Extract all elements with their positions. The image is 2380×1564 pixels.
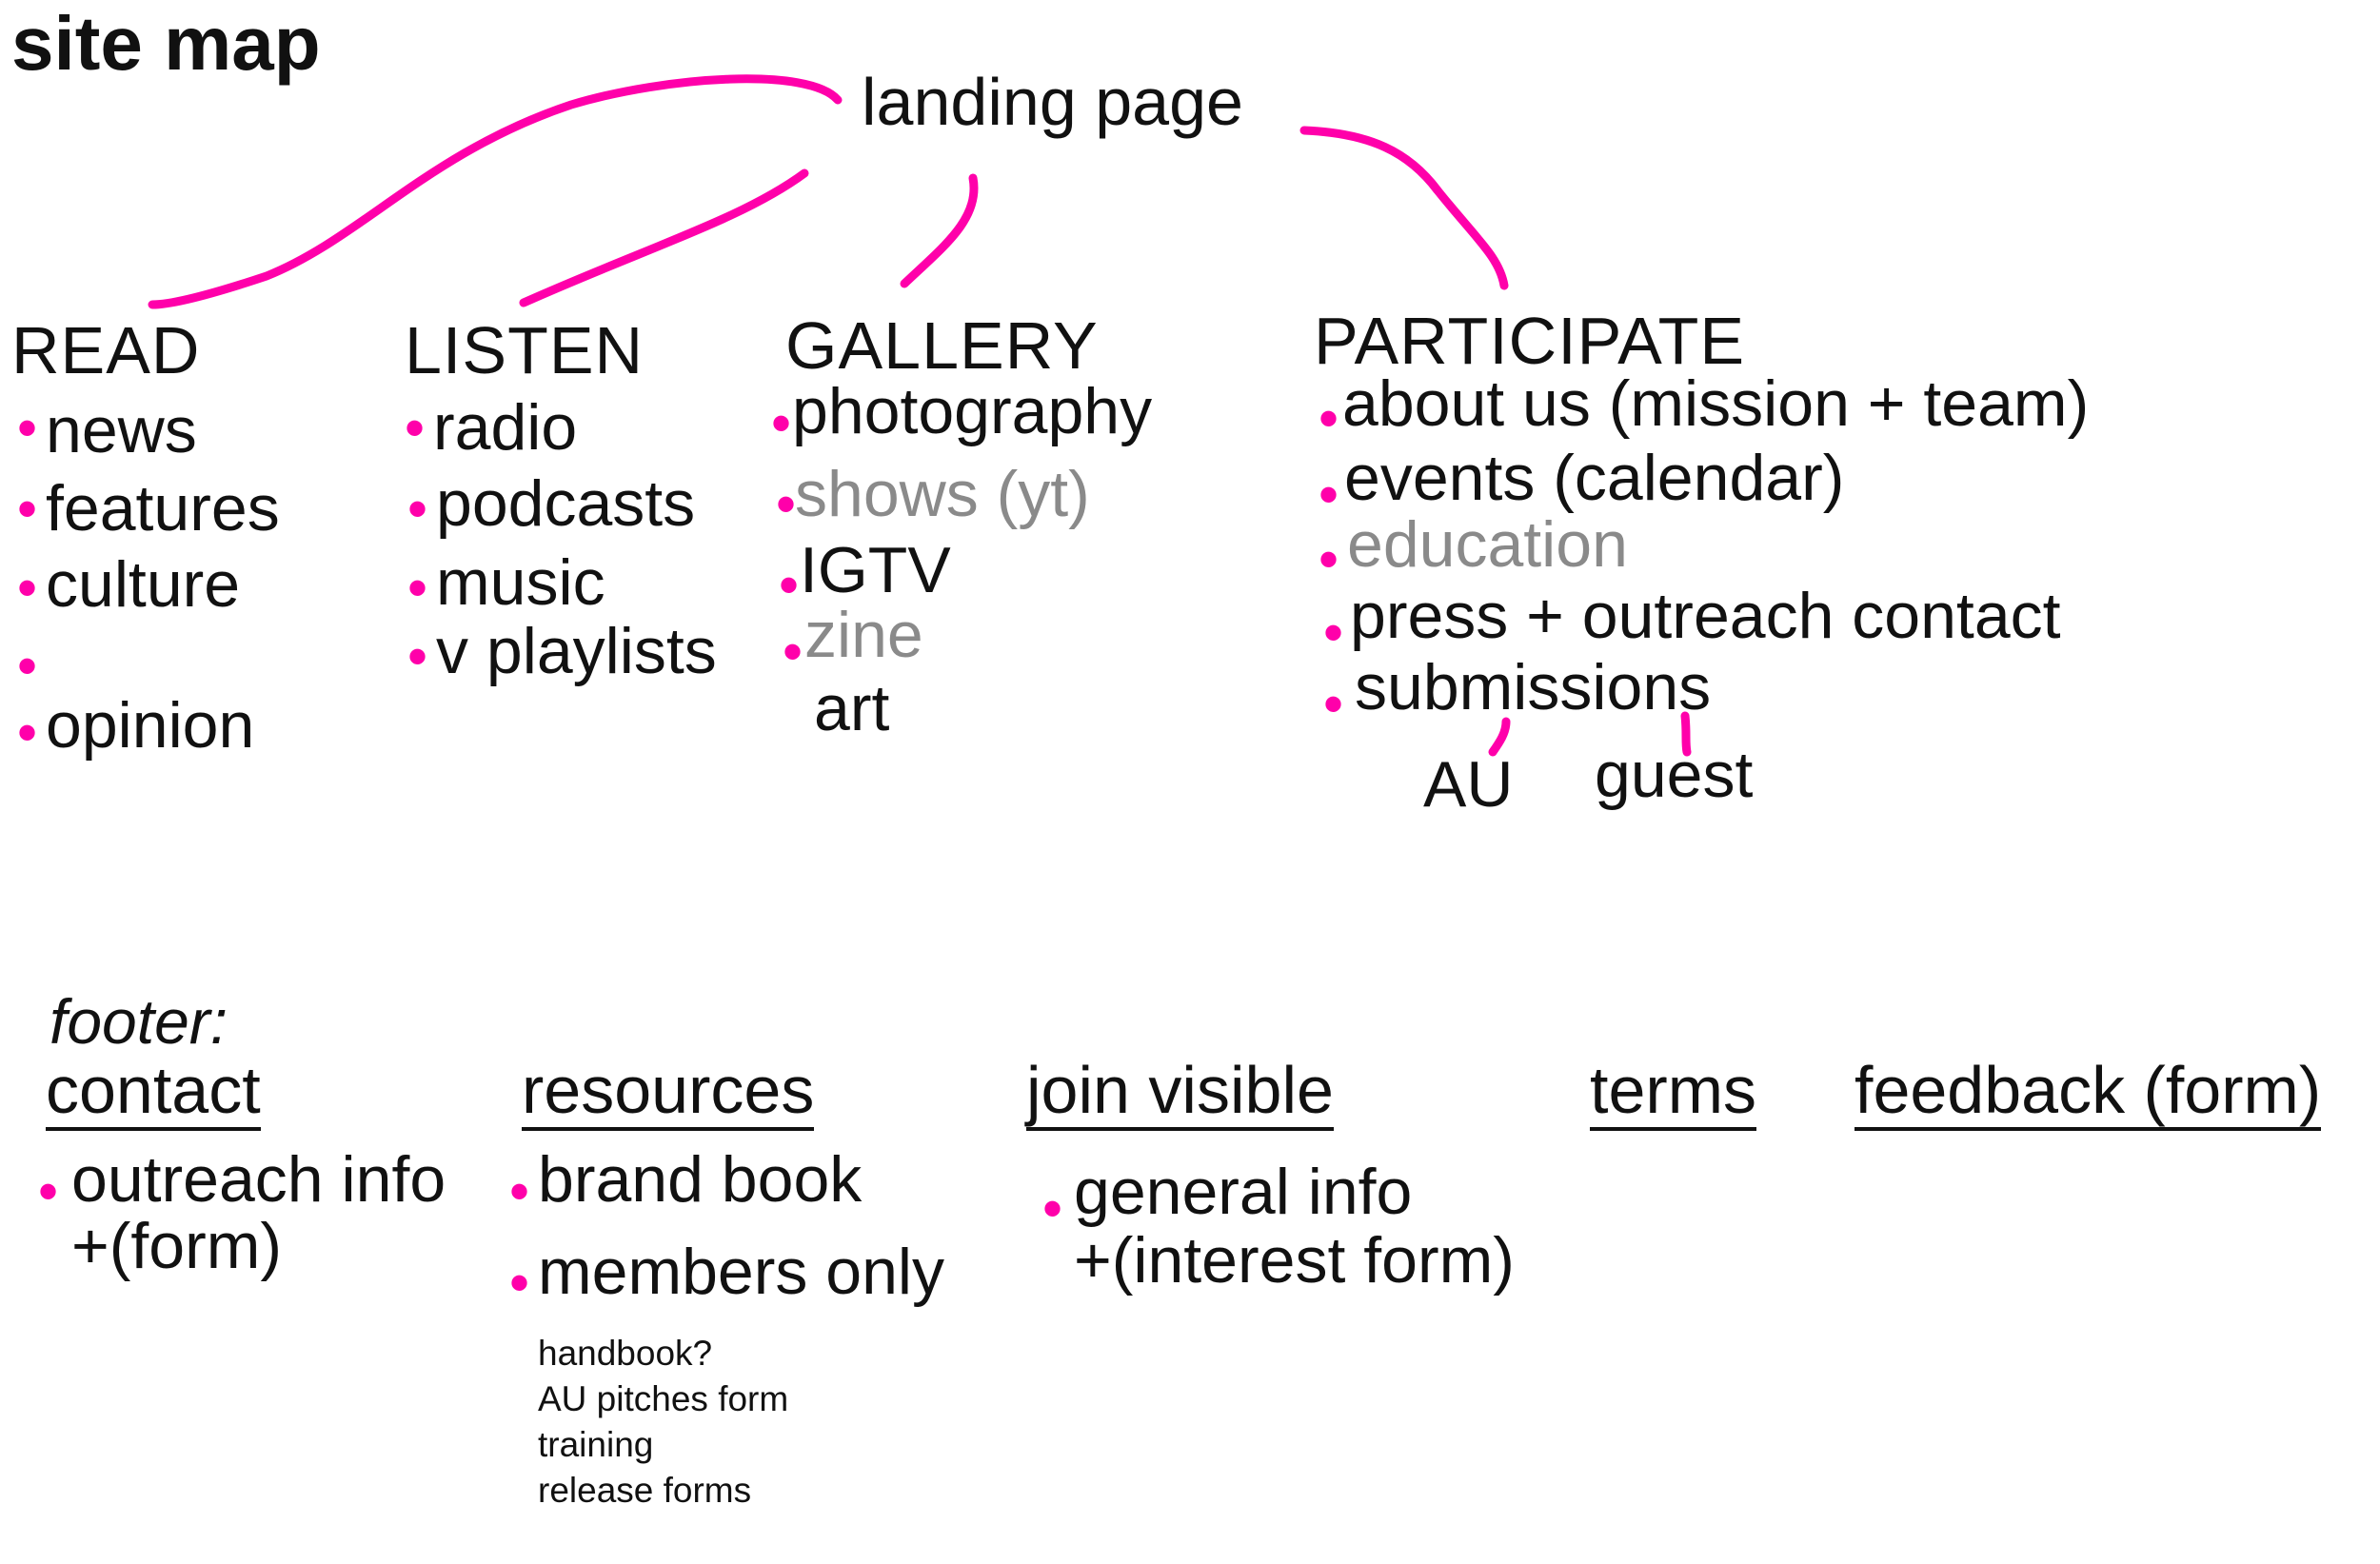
root-node: landing page — [862, 65, 1243, 139]
read-item-culture: culture — [46, 548, 241, 621]
bullet-dot: • — [1319, 386, 1339, 450]
resources-brand-book: brand book — [538, 1143, 863, 1216]
footer-heading-contact: contact — [46, 1057, 261, 1131]
bullet-dot: • — [1319, 527, 1339, 591]
bullet-dot: • — [17, 634, 38, 698]
bullet-dot: • — [509, 1251, 530, 1315]
gallery-item-art: art — [814, 672, 890, 744]
join-interest-form: +(interest form) — [1074, 1224, 1515, 1297]
footer-heading-terms: terms — [1590, 1057, 1756, 1131]
connector-participate — [1299, 126, 1509, 290]
bullet-dot: • — [1042, 1177, 1063, 1240]
listen-item-playlists: v playlists — [436, 615, 717, 687]
submissions-child-au: AU — [1423, 748, 1514, 821]
contact-form: +(form) — [71, 1210, 282, 1282]
bullet-dot: • — [779, 553, 800, 617]
footer-heading-resources: resources — [522, 1057, 815, 1131]
contact-outreach-info: outreach info — [71, 1143, 446, 1216]
footer-label: footer: — [50, 986, 228, 1057]
join-general-info: general info — [1074, 1156, 1413, 1228]
bullet-dot: • — [407, 477, 428, 541]
heading-participate: PARTICIPATE — [1314, 304, 1746, 378]
gallery-item-photography: photography — [792, 375, 1153, 447]
footer-heading-join: join visible — [1026, 1057, 1334, 1131]
gallery-item-igtv: IGTV — [800, 534, 951, 606]
page-title: site map — [11, 1, 321, 86]
bullet-dot: • — [1323, 601, 1344, 664]
bullet-dot: • — [17, 477, 38, 541]
participate-item-education: education — [1347, 508, 1628, 581]
heading-gallery: GALLERY — [785, 308, 1099, 383]
bullet-dot: • — [17, 701, 38, 764]
bullet-dot: • — [1323, 672, 1344, 736]
bullet-dot: • — [405, 396, 426, 460]
read-item-news: news — [46, 394, 197, 466]
bullet-dot: • — [1319, 463, 1339, 526]
bullet-dot: • — [776, 472, 797, 536]
participate-item-submissions: submissions — [1355, 651, 1712, 723]
listen-item-music: music — [436, 546, 605, 619]
resources-members-only: members only — [538, 1236, 945, 1308]
footer-heading-feedback: feedback (form) — [1854, 1057, 2322, 1131]
bullet-dot: • — [407, 624, 428, 688]
bullet-dot: • — [771, 391, 792, 455]
connector-read — [148, 74, 843, 309]
bullet-dot: • — [17, 556, 38, 620]
heading-read: READ — [11, 313, 201, 387]
read-item-features: features — [46, 472, 280, 544]
members-note-au-pitches: AU pitches form — [538, 1379, 789, 1418]
members-note-release-forms: release forms — [538, 1471, 752, 1510]
bullet-dot: • — [38, 1159, 59, 1223]
members-note-training: training — [538, 1425, 654, 1464]
connector-gallery — [900, 173, 979, 288]
participate-item-about: about us (mission + team) — [1342, 367, 2090, 440]
bullet-dot: • — [783, 620, 803, 683]
heading-listen: LISTEN — [405, 313, 645, 387]
participate-item-events: events (calendar) — [1344, 442, 1845, 514]
read-item-opinion: opinion — [46, 689, 255, 762]
connector-listen — [519, 168, 809, 307]
bullet-dot: • — [17, 396, 38, 460]
participate-item-press: press + outreach contact — [1350, 580, 2061, 652]
submissions-child-guest: guest — [1595, 739, 1754, 811]
bullet-dot: • — [407, 556, 428, 620]
members-note-handbook: handbook? — [538, 1334, 713, 1373]
connector-au — [1488, 717, 1511, 757]
gallery-item-zine: zine — [804, 599, 923, 671]
bullet-dot: • — [509, 1159, 530, 1223]
listen-item-podcasts: podcasts — [436, 467, 696, 540]
listen-item-radio: radio — [433, 391, 578, 464]
gallery-item-shows: shows (yt) — [795, 458, 1090, 530]
connector-guest — [1680, 711, 1692, 757]
